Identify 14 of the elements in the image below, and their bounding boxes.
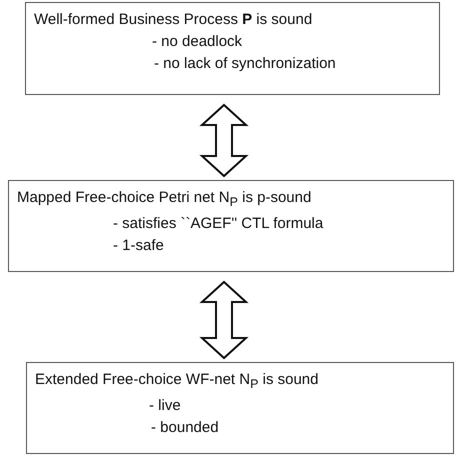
heading-text: Extended Free-choice WF-net N$_{P}$ is sound — [35, 370, 318, 393]
bullet-text: - no lack of synchronization — [154, 54, 336, 74]
bullet-text: - no deadlock — [152, 32, 242, 52]
double-block-arrow — [199, 280, 249, 360]
bullet-text: - bounded — [151, 418, 219, 438]
bullet-text: - live — [149, 396, 181, 416]
double-block-arrow — [199, 104, 249, 178]
bullet-text: - 1-safe — [113, 236, 164, 256]
heading-text: Mapped Free-choice Petri net N$_{P}$ is p-sound — [17, 188, 312, 211]
statement-box — [8, 180, 454, 272]
statement-box — [25, 2, 440, 95]
bullet-text: - satisfies ``AGEF'' CTL formula — [113, 214, 324, 234]
statement-box — [26, 362, 454, 454]
heading-text: Well-formed Business Process P is sound — [34, 10, 312, 30]
